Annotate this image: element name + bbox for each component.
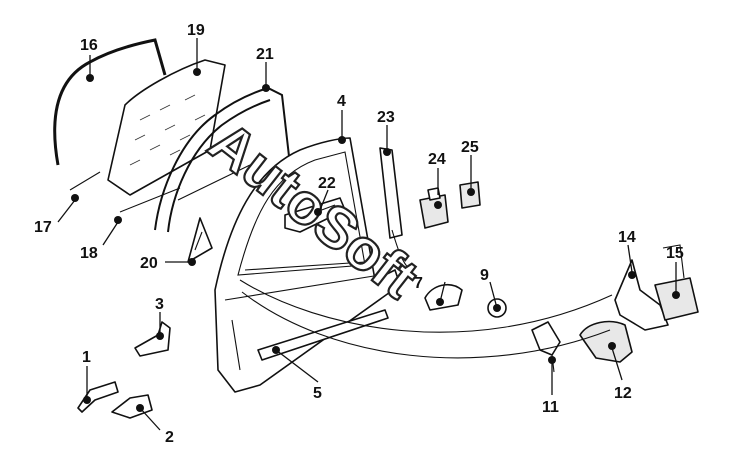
part-mirror-housing (654, 244, 699, 321)
callout-18: 18 (80, 245, 98, 262)
callout-14: 14 (618, 229, 636, 246)
part-mirror-cover (579, 320, 633, 363)
part-lock-actuator (419, 187, 449, 229)
callout-7: 7 (414, 275, 423, 292)
callout-20: 20 (140, 255, 158, 272)
callout-16: 16 (80, 37, 98, 54)
part-window-frame (154, 86, 291, 233)
leader-dots (71, 68, 680, 412)
part-door-shell (214, 137, 401, 393)
assembly-lines (239, 279, 613, 359)
callout-22: 22 (318, 175, 336, 192)
callout-17: 17 (34, 219, 52, 236)
callout-3: 3 (155, 296, 164, 313)
callout-19: 19 (187, 22, 205, 39)
callout-2: 2 (165, 429, 174, 446)
callout-1: 1 (82, 349, 91, 366)
callout-23: 23 (377, 109, 395, 126)
callout-24: 24 (428, 151, 446, 168)
leader-lines (57, 38, 677, 431)
callout-11: 11 (542, 399, 559, 416)
part-hinge-2 (111, 394, 153, 419)
callout-9: 9 (480, 267, 489, 284)
part-window-glass (107, 59, 226, 196)
part-hinge-1 (77, 381, 119, 413)
part-corner-piece (187, 217, 213, 263)
callout-4: 4 (337, 93, 346, 110)
callout-21: 21 (256, 46, 274, 63)
callout-labels: 16 19 21 4 23 24 25 22 17 18 20 14 15 7 … (34, 22, 684, 446)
callout-25: 25 (461, 139, 479, 156)
callout-15: 15 (666, 245, 684, 262)
part-inner-handle (424, 283, 463, 311)
callout-12: 12 (614, 385, 632, 402)
callout-5: 5 (313, 385, 322, 402)
part-hinge-3 (134, 321, 171, 357)
